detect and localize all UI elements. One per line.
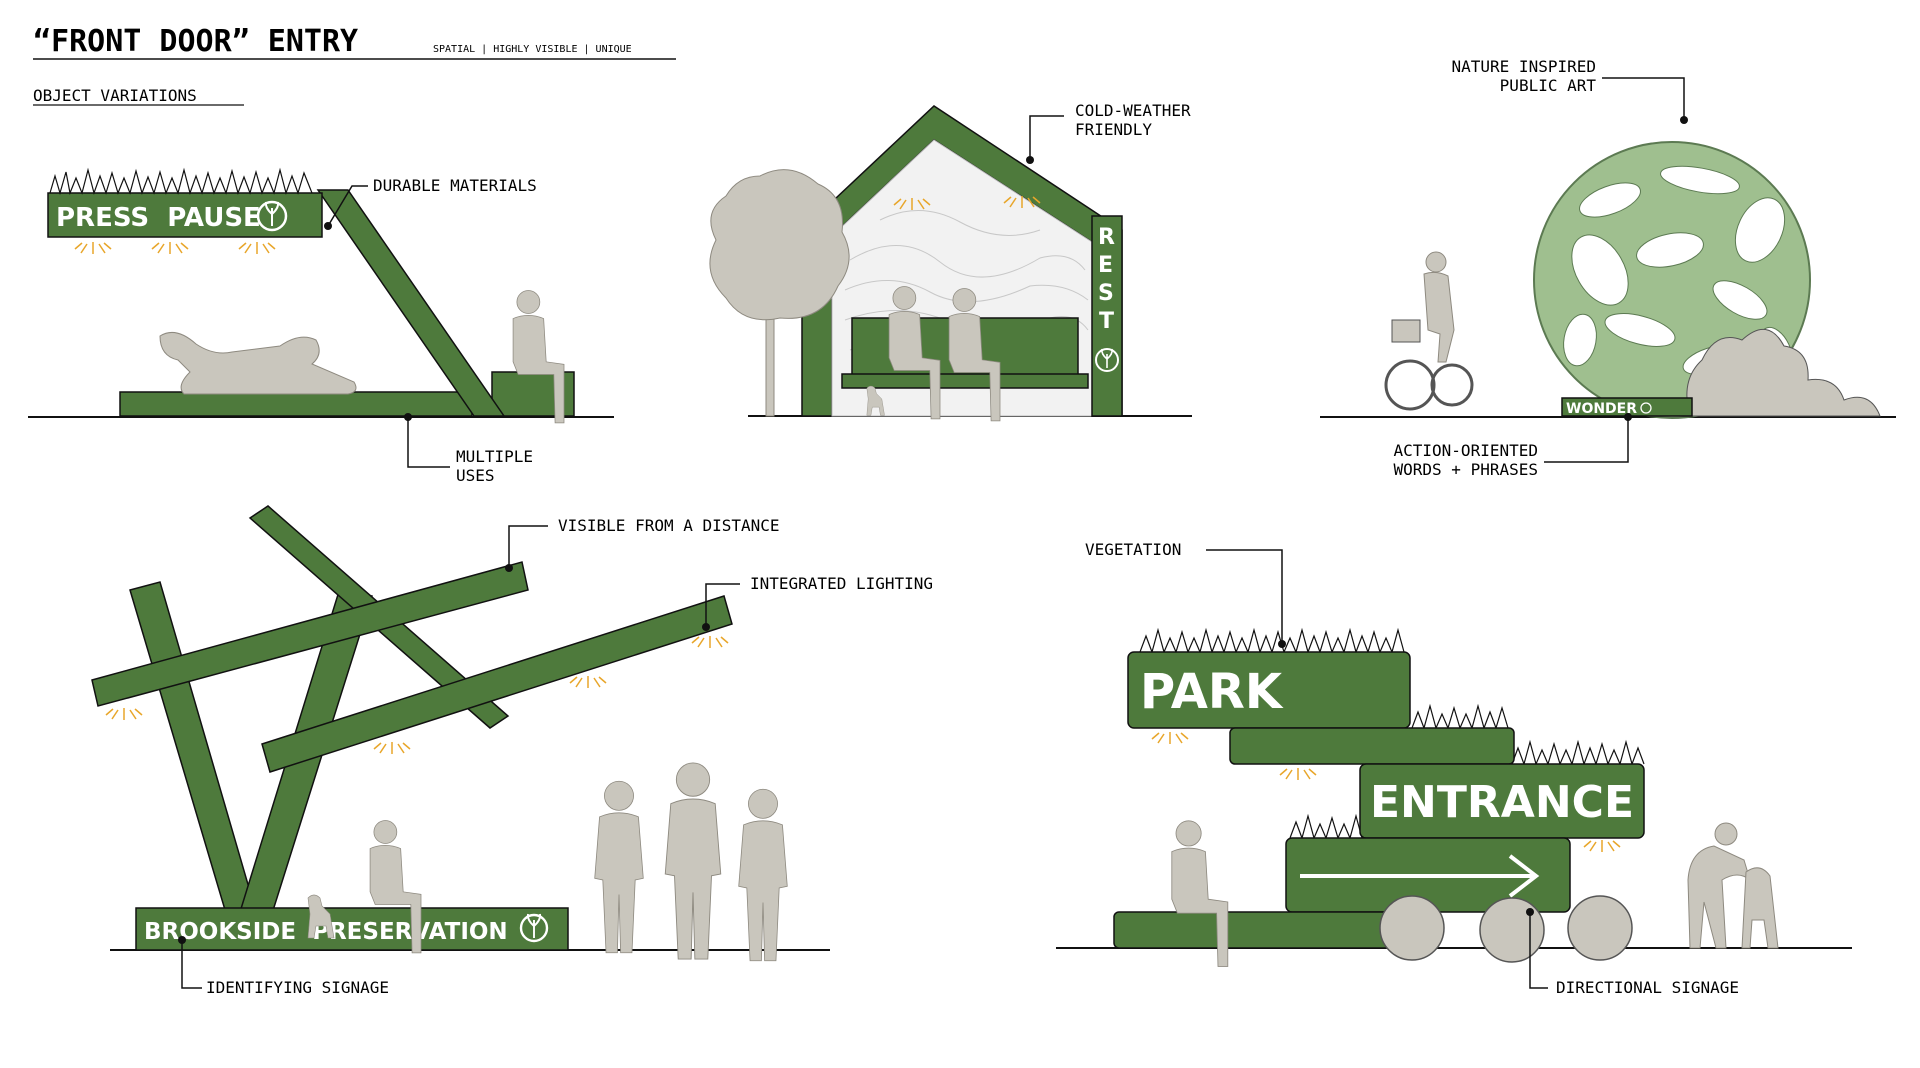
light-glow-icon <box>373 741 411 755</box>
light-glow-icon <box>74 241 112 255</box>
light-glow-icon <box>105 707 143 721</box>
leaf-emblem-icon <box>256 200 288 232</box>
callout-leader <box>407 417 450 468</box>
diagonal-beam <box>316 189 506 417</box>
swing-bench <box>841 373 1089 389</box>
callout-leader <box>181 940 202 989</box>
walking-figure <box>737 788 789 962</box>
callout-visible-distance: VISIBLE FROM A DISTANCE <box>558 516 780 535</box>
callout-directional-signage: DIRECTIONAL SIGNAGE <box>1556 978 1739 997</box>
light-glow-icon <box>151 241 189 255</box>
panel-rest-swing: R E S T COLD-WEATHER FRIENDLY <box>709 101 1192 422</box>
callout-vegetation: VEGETATION <box>1085 540 1181 559</box>
callout-cold-weather-line2: FRIENDLY <box>1075 120 1152 139</box>
callout-nature-inspired-line1: NATURE INSPIRED <box>1452 57 1597 76</box>
panel-press-pause: PRESS PAUSE DURABLE MATERIALS MULTIPLE U… <box>28 167 614 485</box>
timber-beams <box>91 505 733 921</box>
callout-identifying-signage: IDENTIFYING SIGNAGE <box>206 978 389 997</box>
light-glow-icon <box>1279 767 1317 781</box>
press-pause-sign-text: PRESS PAUSE <box>56 203 261 233</box>
callout-action-oriented-line1: ACTION-ORIENTED <box>1394 441 1539 460</box>
wonder-plaque-text: WONDER <box>1566 401 1637 417</box>
light-glow-icon <box>1151 731 1189 745</box>
section-label: OBJECT VARIATIONS <box>33 86 197 105</box>
callout-leader <box>705 583 740 627</box>
callout-leader <box>1544 417 1629 463</box>
page-title: “FRONT DOOR” ENTRY <box>33 24 358 59</box>
brookside-sign-board <box>135 907 569 951</box>
callout-leader <box>1206 549 1283 644</box>
callout-leader <box>508 525 548 568</box>
bench-slab <box>119 391 473 417</box>
callout-multiple-uses-line2: USES <box>456 466 495 485</box>
light-glow-icon <box>1583 839 1621 853</box>
callout-leader <box>1029 115 1064 160</box>
callout-leader <box>327 185 368 227</box>
entrance-sign-text: ENTRANCE <box>1370 777 1634 828</box>
callout-cold-weather-line1: COLD-WEATHER <box>1075 101 1191 120</box>
rest-sign-post <box>1091 215 1123 417</box>
leaf-emblem-icon <box>519 913 549 943</box>
callout-durable-materials: DURABLE MATERIALS <box>373 176 537 195</box>
rest-letter: E <box>1098 253 1113 278</box>
callout-action-oriented-line2: WORDS + PHRASES <box>1394 460 1539 479</box>
callout-integrated-lighting: INTEGRATED LIGHTING <box>750 574 933 593</box>
walking-figure <box>664 762 722 960</box>
cyclist-silhouette <box>1384 251 1474 411</box>
rest-letter: S <box>1098 281 1114 306</box>
callout-leader <box>1602 77 1685 120</box>
park-sign-text: PARK <box>1140 664 1284 720</box>
light-glow-icon <box>569 675 607 689</box>
planter-bar <box>1229 727 1515 765</box>
walking-figure <box>593 780 645 954</box>
leaf-emblem-icon <box>1095 348 1119 372</box>
rest-letter: T <box>1099 309 1114 334</box>
shrub-cluster <box>1686 329 1881 417</box>
panel-park-entrance: PARK ENTRANCE VEGETATION DIRECTIONAL <box>1056 540 1852 997</box>
light-glow-icon <box>691 635 729 649</box>
callout-leader <box>1529 912 1548 989</box>
reclining-figure <box>159 331 357 395</box>
arrow-right-icon <box>1300 854 1540 898</box>
person-with-dog <box>1687 822 1779 949</box>
page-subtitle: SPATIAL | HIGHLY VISIBLE | UNIQUE <box>433 44 632 55</box>
panel-wonder-sphere: WONDER NATURE INSPIRED PUBLIC ART ACTION… <box>1320 57 1896 479</box>
callout-multiple-uses-line1: MULTIPLE <box>456 447 533 466</box>
light-glow-icon <box>238 241 276 255</box>
shrub-cluster <box>1379 895 1633 963</box>
tree-silhouette <box>709 169 850 417</box>
rest-letter: R <box>1098 225 1115 250</box>
callout-nature-inspired-line2: PUBLIC ART <box>1500 76 1597 95</box>
grass-tuft-icon <box>49 167 313 196</box>
leaf-emblem-icon <box>1640 402 1652 414</box>
bench-slab <box>1113 911 1393 949</box>
panel-brookside: BROOKSIDE PRESERVATION VISIBLE FROM A DI… <box>91 505 933 997</box>
